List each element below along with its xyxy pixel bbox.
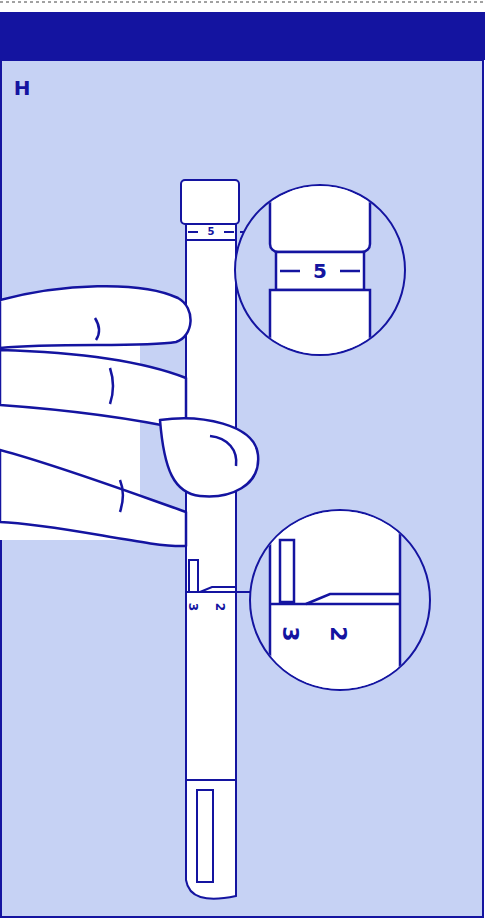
scale-number: 3	[279, 626, 301, 641]
dose-number: 5	[208, 227, 215, 237]
scale-number: 2	[327, 626, 349, 641]
scale-number: 2	[214, 603, 226, 611]
step-letter: H	[14, 78, 31, 98]
dose-number: 5	[313, 261, 327, 281]
scale-number: 3	[187, 603, 199, 611]
